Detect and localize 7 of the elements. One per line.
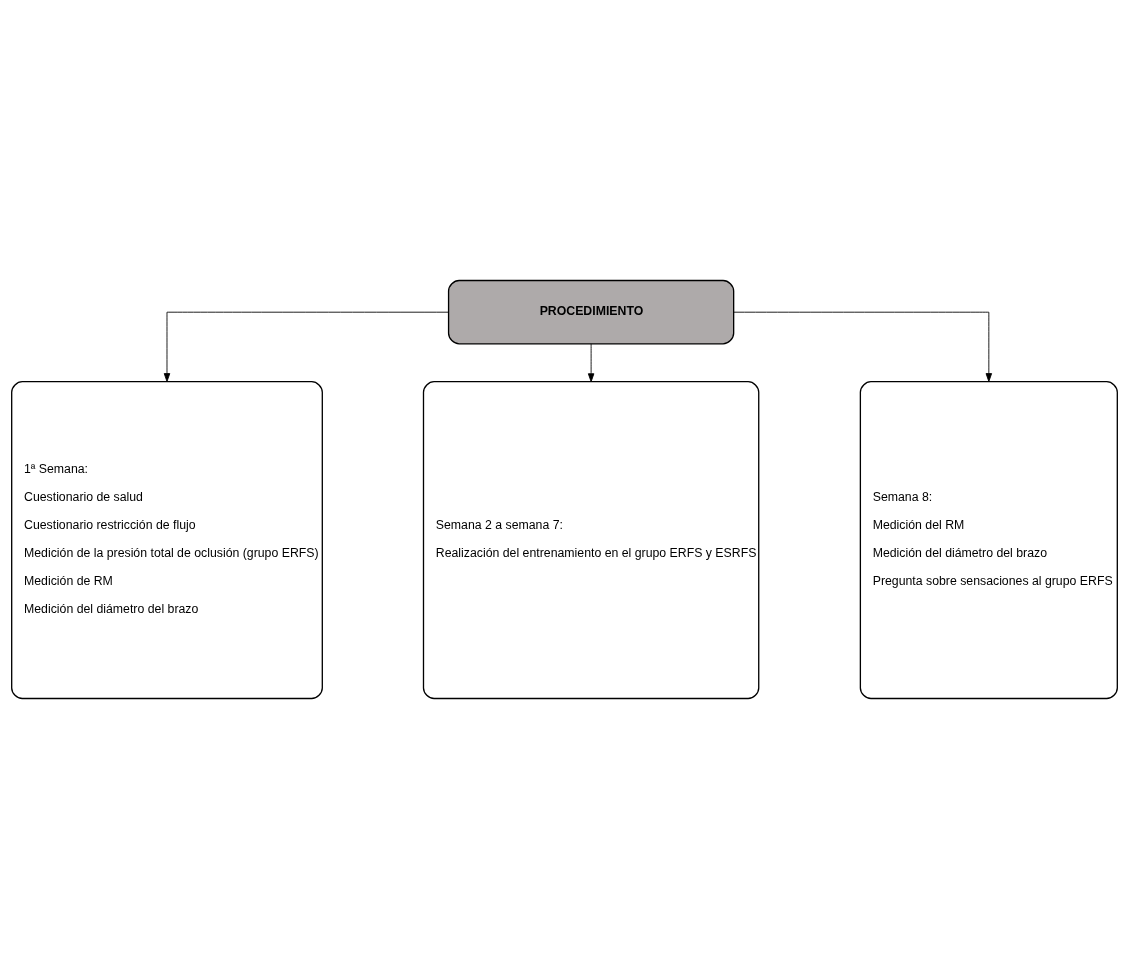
node-box: PROCEDIMIENTO [447, 279, 735, 345]
arrow [163, 311, 449, 382]
arrow [587, 342, 595, 382]
arrow [733, 311, 993, 382]
node-box: 1ª Semana: Cuestionario de salud Cuestionario restricción de flujo Medición de la presión total de oclusión (grupo ERFS) Medición de RM Medición del diámetro del brazo [11, 380, 323, 699]
node-box: Semana 2 a semana 7: Realización del entrenamiento en el grupo ERFS y ESRFS [422, 380, 760, 699]
node-box: Semana 8: Medición del RM Medición del diámetro del brazo Pregunta sobre sensaciones al grupo ERFS [859, 380, 1118, 699]
